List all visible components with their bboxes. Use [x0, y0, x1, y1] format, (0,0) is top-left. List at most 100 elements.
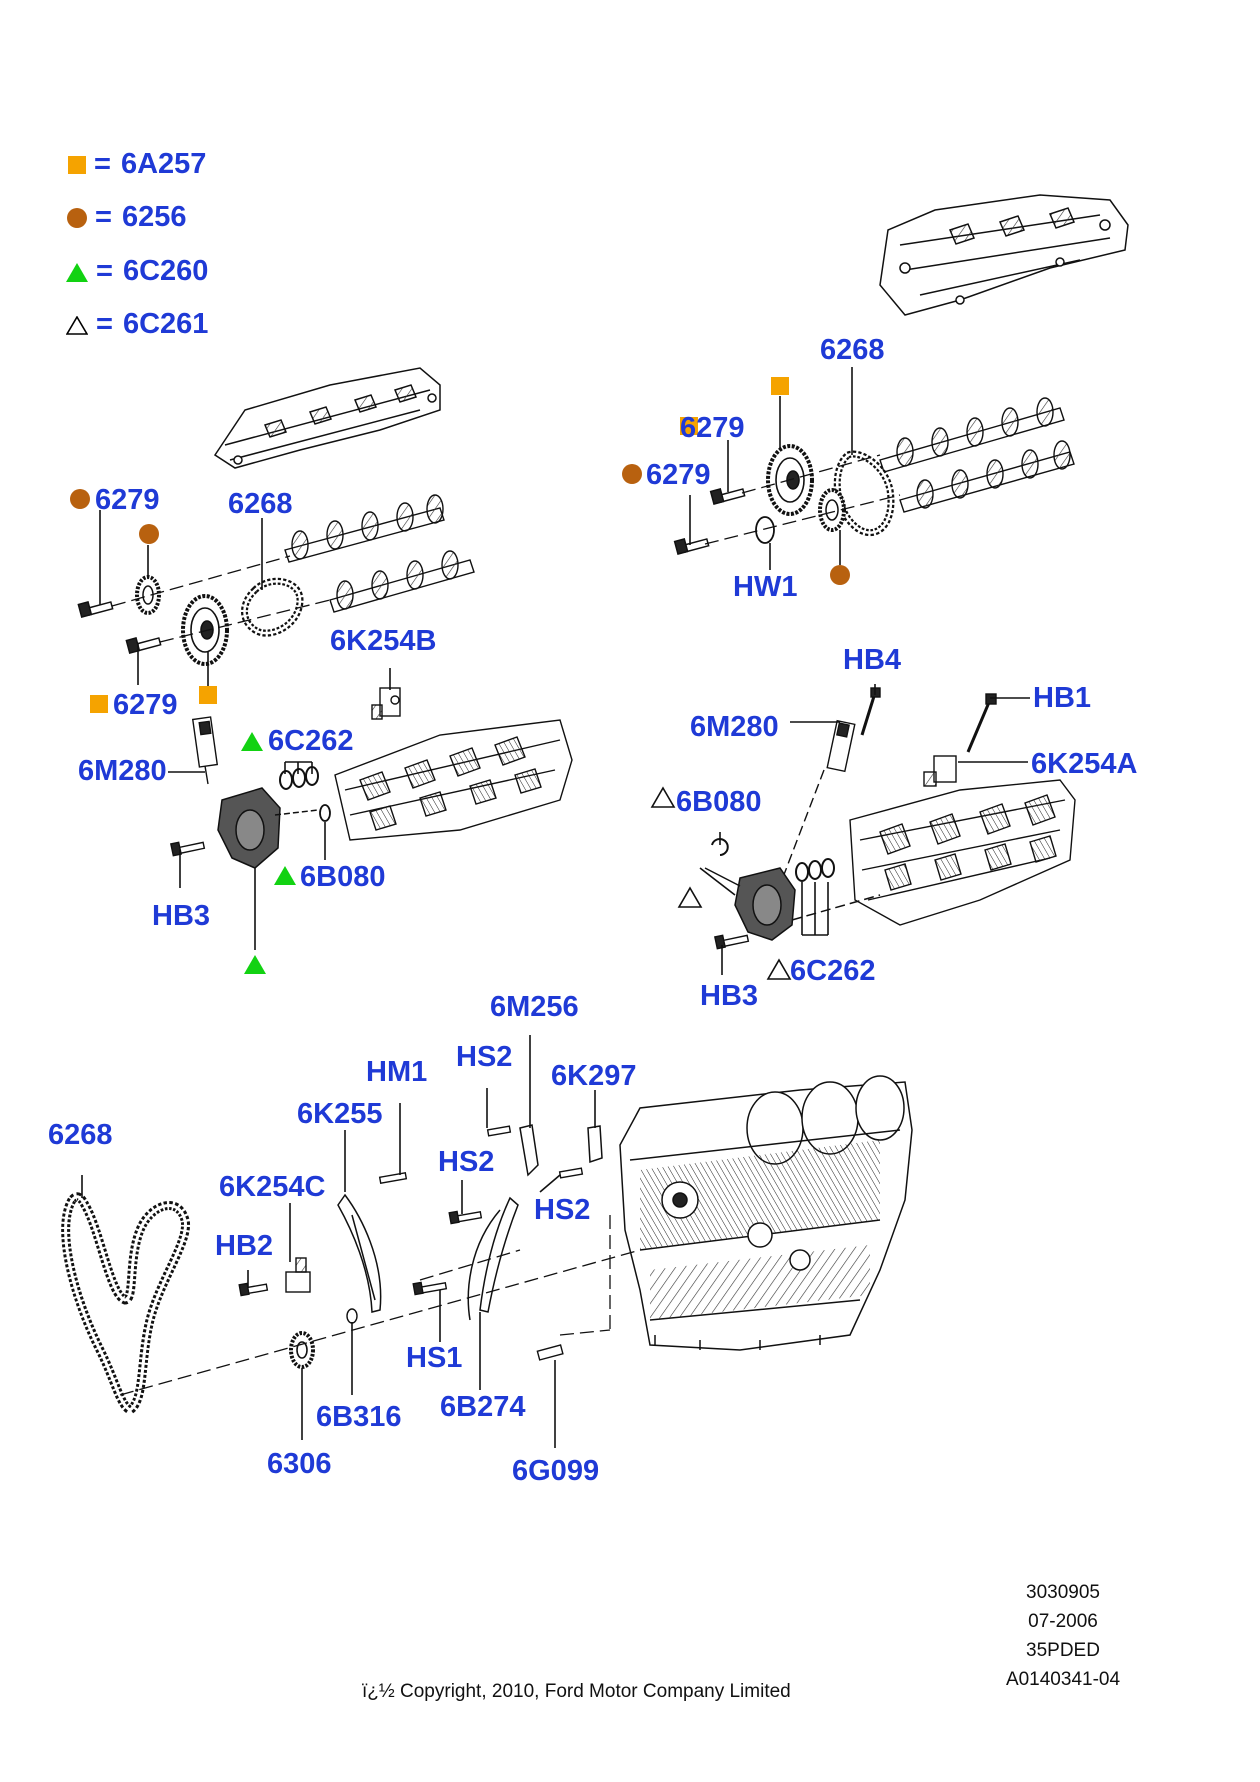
stud-hm1 — [378, 1171, 408, 1185]
bolt-6279-right-lower — [673, 537, 710, 555]
bolt-6279-left-upper — [77, 601, 114, 619]
callout-hb1: HB1 — [1033, 682, 1092, 714]
callout-6k254c: 6K254C — [219, 1171, 326, 1203]
callout-6m280: 6M280 — [690, 711, 779, 743]
callout-6k254a: 6K254A — [1031, 748, 1138, 780]
callout-6279: 6279 — [113, 689, 178, 721]
outline-triangle-marker — [766, 958, 792, 980]
camshaft-sprocket-right — [818, 488, 846, 532]
cylinder-head-left — [334, 719, 573, 841]
washer-hw1 — [755, 516, 775, 544]
callout-hb3: HB3 — [152, 900, 211, 932]
legend-equals: = — [96, 308, 113, 340]
leader-lines — [81, 367, 1030, 1448]
bolt-hs1 — [412, 1281, 448, 1296]
vct-housing-right — [734, 867, 881, 941]
bolt-hs2-right — [558, 1167, 584, 1179]
green-triangle-marker — [244, 955, 266, 974]
callout-hw1: HW1 — [733, 571, 798, 603]
callout-hs1: HS1 — [406, 1342, 463, 1374]
solenoid-6m280-right — [779, 719, 856, 886]
callout-6m256: 6M256 — [490, 991, 579, 1023]
green-triangle-marker — [241, 732, 263, 751]
callout-6b316: 6B316 — [316, 1401, 402, 1433]
brown-circle-marker — [70, 489, 90, 509]
cam-position-sensor-6k254a — [923, 755, 957, 787]
vct-housing-left — [217, 787, 319, 869]
legend-equals: = — [96, 255, 113, 287]
orange-square-marker — [680, 417, 698, 435]
solenoid-6m280-left — [191, 716, 219, 785]
outline-triangle-marker — [650, 786, 676, 808]
callout-6b080: 6B080 — [300, 861, 386, 893]
bolt-hb3-left — [170, 841, 206, 857]
brown-circle-marker — [830, 565, 850, 585]
legend-equals: = — [94, 148, 111, 180]
callout-6k254b: 6K254B — [330, 625, 437, 657]
legend-code: 6A257 — [120, 148, 207, 180]
legend-item-6256: =6256 — [67, 203, 186, 232]
legend-code: 6C261 — [122, 308, 209, 340]
orange-square-marker — [771, 377, 789, 395]
callout-hb3: HB3 — [700, 980, 759, 1012]
green-triangle-icon — [66, 262, 88, 282]
cam-position-sensor-6k254b — [371, 687, 401, 720]
callout-6c262: 6C262 — [268, 725, 354, 757]
legend-code: 6256 — [121, 201, 187, 233]
callout-6b080: 6B080 — [676, 786, 762, 818]
brown-circle-icon — [67, 208, 87, 229]
legend-item-6c261: = 6C261 — [66, 310, 208, 339]
valve-cover-right — [879, 194, 1129, 316]
bolt-hb2 — [238, 1282, 269, 1297]
o-rings-6c262-right — [795, 858, 835, 882]
vct-sprocket-left — [181, 594, 229, 666]
outline-triangle-icon — [66, 315, 88, 335]
brown-circle-marker — [622, 464, 642, 484]
cylinder-head-right — [849, 779, 1076, 926]
primary-timing-chain — [61, 1192, 191, 1416]
callout-6268: 6268 — [820, 334, 885, 366]
cam-sensor-6k254c — [285, 1257, 311, 1293]
orange-square-icon — [68, 156, 86, 175]
chain-guide-6b274 — [467, 1196, 519, 1321]
callout-hs2: HS2 — [438, 1146, 495, 1178]
chain-guide-6k255 — [337, 1193, 382, 1313]
model-code: 35PDED — [1026, 1640, 1100, 1661]
callout-hb2: HB2 — [215, 1230, 274, 1262]
legend-item-6c260: = 6C260 — [66, 257, 208, 286]
callout-6268: 6268 — [228, 488, 293, 520]
legend-item-6a257: = 6A257 — [68, 150, 206, 179]
callout-6279: 6279 — [680, 412, 745, 444]
callout-6268: 6268 — [48, 1119, 113, 1151]
bolt-hb4 — [860, 687, 881, 736]
illustration-number: 3030905 — [1026, 1582, 1100, 1603]
callout-6g099: 6G099 — [512, 1455, 600, 1487]
pin-6b316 — [346, 1308, 358, 1324]
illustration-date: 07-2006 — [1028, 1611, 1098, 1632]
seal-6b080-right — [711, 838, 729, 856]
assembly-lines-left — [111, 555, 331, 643]
callout-6k297: 6K297 — [551, 1060, 637, 1092]
tensioner-6k297 — [587, 1125, 603, 1164]
camshaft-sprocket-left — [135, 575, 161, 615]
legend-code: 6C260 — [122, 255, 209, 287]
catalog-reference: A0140341-04 — [1005, 1669, 1121, 1690]
timing-chain-left — [241, 577, 304, 637]
callout-hm1: HM1 — [366, 1056, 428, 1088]
orange-square-marker — [199, 686, 217, 704]
outline-triangle-marker — [677, 886, 703, 908]
callout-6c262: 6C262 — [790, 955, 876, 987]
callout-6b274: 6B274 — [440, 1391, 526, 1423]
callout-hs2: HS2 — [456, 1041, 513, 1073]
pin-6g099 — [536, 1344, 564, 1361]
orange-square-marker — [90, 695, 108, 713]
brown-circle-marker — [139, 524, 159, 544]
bolt-hb3-right — [714, 934, 750, 950]
camshafts-left — [284, 494, 475, 613]
assembly-lines-right — [704, 454, 901, 545]
callout-6279: 6279 — [95, 484, 160, 516]
callout-hb4: HB4 — [843, 644, 902, 676]
bolt-6279-left-lower — [125, 637, 162, 655]
